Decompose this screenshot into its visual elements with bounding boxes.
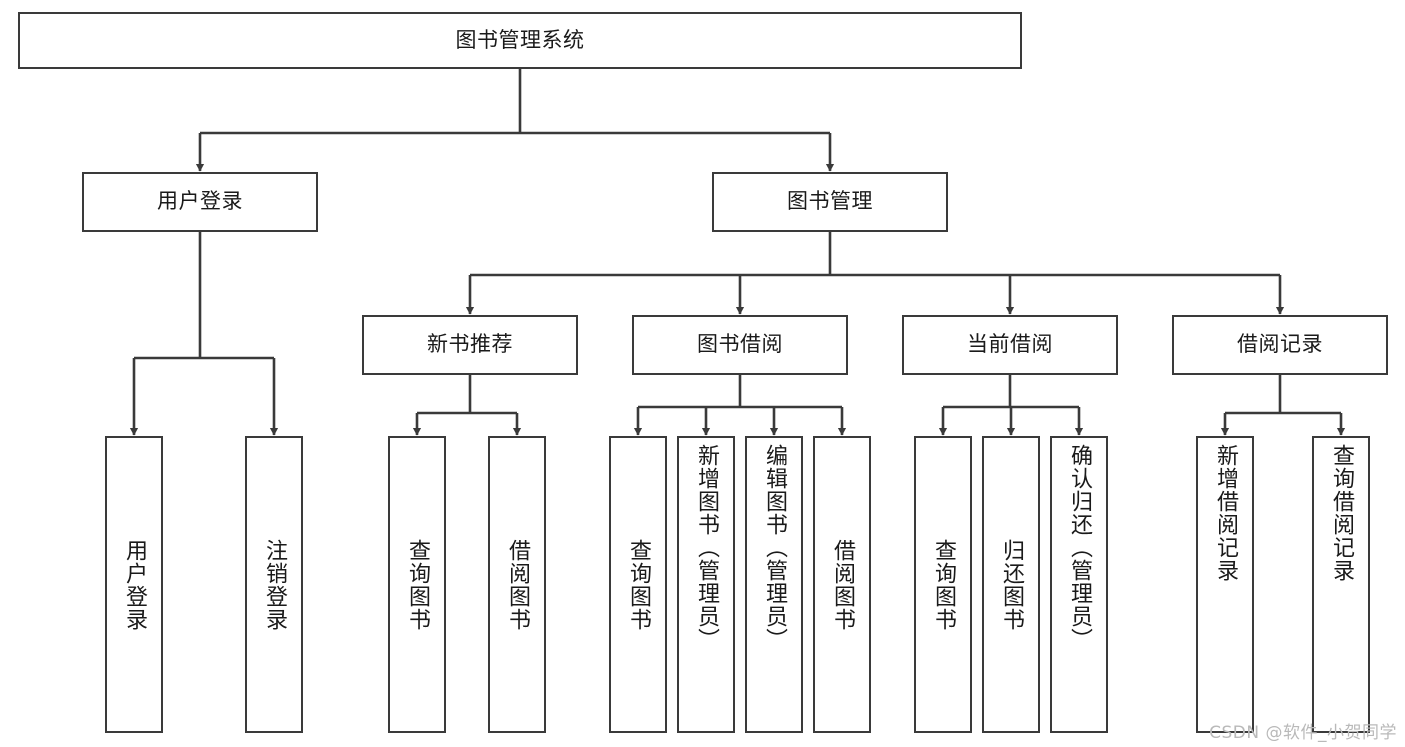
node-leaf-confirm-return[interactable]: 确认归还（管理员）: [1050, 436, 1108, 733]
node-root[interactable]: 图书管理系统: [18, 12, 1022, 69]
node-leaf-return-book[interactable]: 归还图书: [982, 436, 1040, 733]
node-leaf-edit-book[interactable]: 编辑图书（管理员）: [745, 436, 803, 733]
node-borrow-record[interactable]: 借阅记录: [1172, 315, 1388, 375]
node-label: 新增借阅记录: [1212, 444, 1238, 582]
node-label: 归还图书: [998, 538, 1024, 631]
node-label: 查询图书: [625, 538, 651, 631]
node-label: 注销登录: [261, 538, 287, 631]
node-leaf-query-book-2[interactable]: 查询图书: [609, 436, 667, 733]
node-label: 确认归还（管理员）: [1066, 444, 1092, 651]
node-label: 用户登录: [121, 538, 147, 631]
node-label: 图书管理: [787, 189, 873, 214]
node-leaf-user-login[interactable]: 用户登录: [105, 436, 163, 733]
node-leaf-add-book[interactable]: 新增图书（管理员）: [677, 436, 735, 733]
node-label: 当前借阅: [967, 332, 1053, 357]
node-leaf-borrow-book-2[interactable]: 借阅图书: [813, 436, 871, 733]
node-leaf-query-book-3[interactable]: 查询图书: [914, 436, 972, 733]
node-label: 用户登录: [157, 189, 243, 214]
node-label: 查询借阅记录: [1328, 444, 1354, 582]
node-current-borrow[interactable]: 当前借阅: [902, 315, 1118, 375]
node-book-manage[interactable]: 图书管理: [712, 172, 948, 232]
node-leaf-logout[interactable]: 注销登录: [245, 436, 303, 733]
node-book-borrow[interactable]: 图书借阅: [632, 315, 848, 375]
node-leaf-add-record[interactable]: 新增借阅记录: [1196, 436, 1254, 733]
node-new-book-rec[interactable]: 新书推荐: [362, 315, 578, 375]
node-label: 借阅图书: [829, 538, 855, 631]
node-label: 借阅记录: [1237, 332, 1323, 357]
node-label: 查询图书: [930, 538, 956, 631]
node-user-login[interactable]: 用户登录: [82, 172, 318, 232]
node-leaf-query-book-1[interactable]: 查询图书: [388, 436, 446, 733]
csdn-watermark: CSDN @软件_小贺同学: [1209, 723, 1397, 743]
node-label: 新书推荐: [427, 332, 513, 357]
node-label: 图书借阅: [697, 332, 783, 357]
node-label: 图书管理系统: [455, 27, 585, 52]
node-leaf-borrow-book-1[interactable]: 借阅图书: [488, 436, 546, 733]
node-label: 查询图书: [404, 538, 430, 631]
node-label: 编辑图书（管理员）: [761, 444, 787, 651]
node-label: 新增图书（管理员）: [693, 444, 719, 651]
node-leaf-query-record[interactable]: 查询借阅记录: [1312, 436, 1370, 733]
node-label: 借阅图书: [504, 538, 530, 631]
